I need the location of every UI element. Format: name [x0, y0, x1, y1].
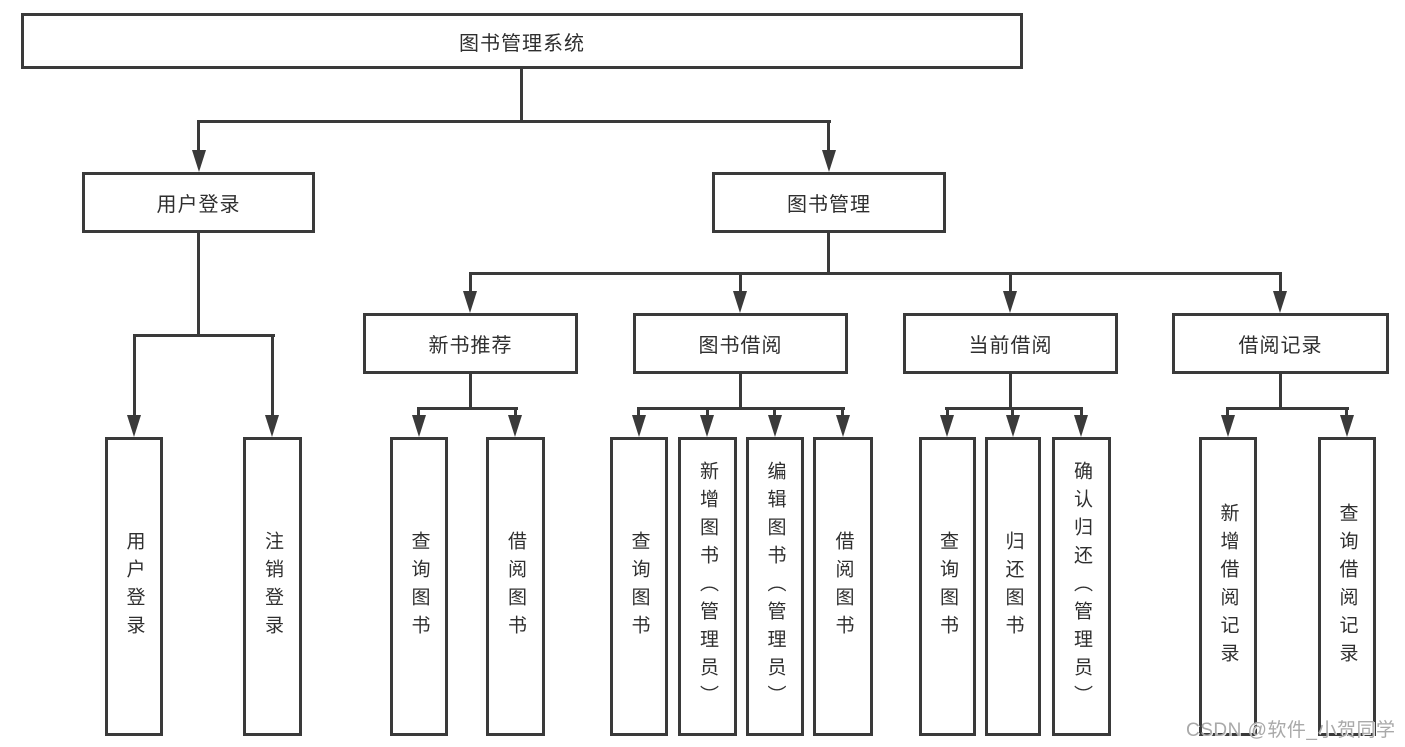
- connector-drop-book-management: [827, 120, 830, 152]
- leaf-query-book-current: 查询图书: [919, 437, 976, 736]
- connector-book-management-bar: [469, 272, 1282, 275]
- connector-user-login-bar: [133, 334, 275, 337]
- leaf-query-book-recommend: 查询图书: [390, 437, 448, 736]
- arrowhead-down-icon: [733, 291, 747, 313]
- leaf-logout: 注销登录: [243, 437, 302, 736]
- leaf-user-login: 用户登录: [105, 437, 163, 736]
- connector-drop-level3: [469, 272, 472, 292]
- arrowhead-down-icon: [940, 415, 954, 437]
- leaf-borrow-book-recommend: 借阅图书: [486, 437, 545, 736]
- connector-borrow-record-stem: [1279, 373, 1282, 410]
- connector-root-stem: [520, 69, 523, 122]
- arrowhead-down-icon: [836, 415, 850, 437]
- arrowhead-down-icon: [768, 415, 782, 437]
- leaf-query-borrow-record: 查询借阅记录: [1318, 437, 1376, 736]
- connector-drop-user-login: [197, 120, 200, 152]
- arrowhead-down-icon: [700, 415, 714, 437]
- connector-drop-leaf: [1345, 407, 1348, 417]
- connector-drop-level3: [1279, 272, 1282, 292]
- connector-current-borrow-bar: [945, 407, 1083, 410]
- connector-borrow-record-bar: [1226, 407, 1349, 410]
- connector-drop-leaf: [841, 407, 844, 417]
- connector-new-book-stem: [469, 373, 472, 410]
- connector-drop-leaf: [271, 334, 274, 416]
- leaf-add-book-admin: 新增图书（管理员）: [678, 437, 737, 736]
- leaf-borrow-book: 借阅图书: [813, 437, 873, 736]
- connector-drop-leaf: [133, 334, 136, 416]
- watermark: CSDN @软件_小贺同学: [1186, 720, 1396, 741]
- node-current-borrow: 当前借阅: [903, 313, 1118, 374]
- arrowhead-down-icon: [1273, 291, 1287, 313]
- connector-book-borrow-bar: [637, 407, 845, 410]
- arrowhead-down-icon: [1221, 415, 1235, 437]
- connector-drop-leaf: [1011, 407, 1014, 417]
- connector-book-management-stem: [827, 233, 830, 275]
- connector-root-bar: [197, 120, 831, 123]
- node-book-management: 图书管理: [712, 172, 946, 233]
- leaf-confirm-return-admin: 确认归还（管理员）: [1052, 437, 1111, 736]
- connector-current-borrow-stem: [1009, 373, 1012, 410]
- connector-book-borrow-stem: [739, 373, 742, 410]
- node-book-borrow: 图书借阅: [633, 313, 848, 374]
- arrowhead-down-icon: [508, 415, 522, 437]
- node-library-management-system: 图书管理系统: [21, 13, 1023, 69]
- node-user-login: 用户登录: [82, 172, 315, 233]
- node-borrow-record: 借阅记录: [1172, 313, 1389, 374]
- arrowhead-down-icon: [1006, 415, 1020, 437]
- arrowhead-down-icon: [412, 415, 426, 437]
- arrowhead-down-icon: [127, 415, 141, 437]
- connector-drop-level3: [1009, 272, 1012, 292]
- connector-drop-leaf: [1226, 407, 1229, 417]
- arrowhead-down-icon: [1003, 291, 1017, 313]
- arrowhead-down-icon: [192, 150, 206, 172]
- connector-drop-leaf: [706, 407, 709, 417]
- connector-drop-leaf: [946, 407, 949, 417]
- connector-drop-leaf: [637, 407, 640, 417]
- arrowhead-down-icon: [1340, 415, 1354, 437]
- connector-drop-leaf: [417, 407, 420, 417]
- arrowhead-down-icon: [632, 415, 646, 437]
- connector-drop-leaf: [514, 407, 517, 417]
- connector-user-login-stem: [197, 233, 200, 337]
- leaf-query-book-borrow: 查询图书: [610, 437, 668, 736]
- connector-new-book-bar: [417, 407, 518, 410]
- connector-drop-level3: [739, 272, 742, 292]
- node-new-book-recommend: 新书推荐: [363, 313, 578, 374]
- arrowhead-down-icon: [822, 150, 836, 172]
- connector-drop-leaf: [1080, 407, 1083, 417]
- leaf-edit-book-admin: 编辑图书（管理员）: [746, 437, 804, 736]
- leaf-add-borrow-record: 新增借阅记录: [1199, 437, 1257, 736]
- connector-drop-leaf: [773, 407, 776, 417]
- leaf-return-book: 归还图书: [985, 437, 1041, 736]
- arrowhead-down-icon: [265, 415, 279, 437]
- arrowhead-down-icon: [1074, 415, 1088, 437]
- arrowhead-down-icon: [463, 291, 477, 313]
